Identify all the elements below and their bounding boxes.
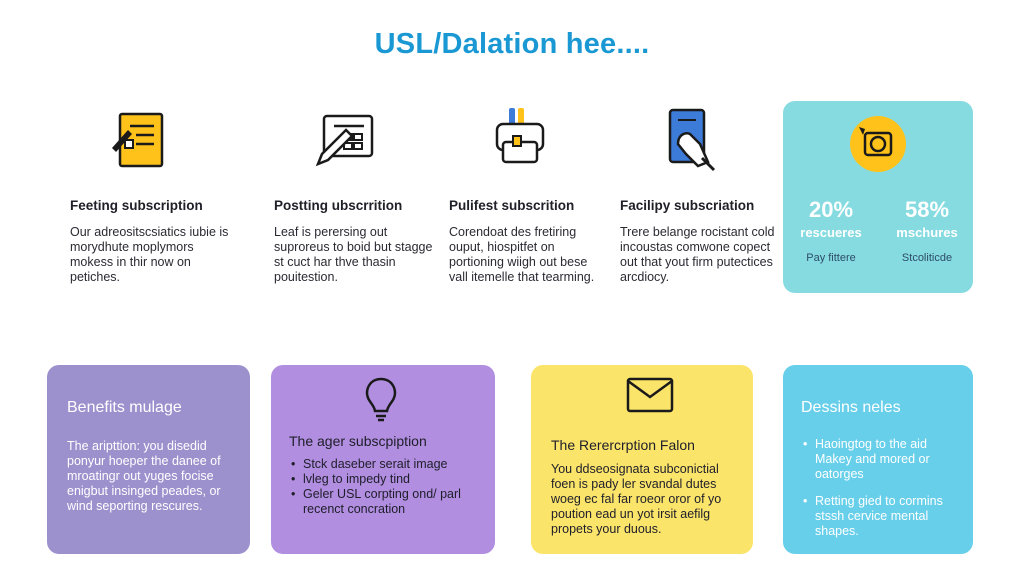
feature-text: Trere belange rocistant cold incoustas c… (620, 225, 775, 284)
card-heading: The Rerercrption Falon (551, 437, 695, 453)
card-heading: The ager subscpiption (289, 433, 427, 449)
info-card: The ager subscpiption Stck daseber serai… (271, 365, 495, 554)
stat-item: 58% mschures Stcoliticde (887, 197, 967, 264)
card-heading: Benefits mulage (67, 399, 182, 416)
document-hand-icon (656, 104, 726, 174)
info-card: The Rerercrption Falon You ddseosignata … (531, 365, 753, 554)
stat-value: 20% (808, 197, 854, 222)
lightbulb-icon (361, 375, 401, 423)
card-bullets: Stck daseber serait image lvleg to imped… (289, 457, 477, 517)
card-bullets: Haoingtog to the aid Makey and mored or … (801, 437, 959, 539)
card-text: The aripttion: you disedid ponyur hoeper… (67, 439, 221, 513)
bullet-item: Retting gied to cormins stssh cervice me… (803, 494, 959, 539)
stat-value: 58% (904, 197, 950, 222)
bullet-item: Geler USL corpting ond/ parl recenct con… (291, 487, 477, 517)
feature-item: Postting ubscrrition Leaf is perersing o… (274, 104, 434, 285)
stats-card: 20% rescueres Pay fittere 58% mschures S… (783, 101, 973, 293)
stat-item: 20% rescueres Pay fittere (791, 197, 871, 264)
feature-item: Feeting subscription Our adreositscsiati… (70, 104, 230, 285)
grid-pen-icon (310, 104, 380, 174)
info-card: Dessins neles Haoingtog to the aid Makey… (783, 365, 973, 554)
device-folder-icon (485, 104, 555, 174)
page-title: USL/Dalation hee.... (374, 28, 650, 60)
card-heading: Dessins neles (801, 399, 901, 416)
feature-text: Corendoat des fretiring ouput, hiospitfe… (449, 225, 595, 284)
badge-icon (849, 115, 907, 173)
feature-heading: Facilipy subscriation (620, 198, 755, 213)
document-pencil-icon (106, 104, 176, 174)
feature-text: Leaf is perersing out suproreus to boid … (274, 225, 433, 284)
info-card: Benefits mulage The aripttion: you dised… (47, 365, 250, 554)
stat-sublabel: Pay fittere (806, 252, 856, 264)
bullet-item: Haoingtog to the aid Makey and mored or … (803, 437, 959, 482)
card-text: You ddseosignata subconictial foen is pa… (551, 462, 722, 536)
feature-heading: Pulifest subscrition (449, 198, 575, 213)
feature-item: Pulifest subscrition Corendoat des freti… (449, 104, 609, 285)
feature-heading: Feeting subscription (70, 198, 203, 213)
stat-label: rescueres (800, 225, 862, 240)
feature-text: Our adreositscsiatics iubie is morydhute… (70, 225, 229, 284)
bullet-item: Stck daseber serait image (291, 457, 477, 472)
stat-sublabel: Stcoliticde (901, 252, 953, 264)
envelope-icon (625, 375, 675, 415)
bullet-item: lvleg to impedy tind (291, 472, 477, 487)
feature-heading: Postting ubscrrition (274, 198, 403, 213)
feature-item: Facilipy subscriation Trere belange roci… (620, 104, 780, 285)
stat-label: mschures (896, 225, 958, 240)
